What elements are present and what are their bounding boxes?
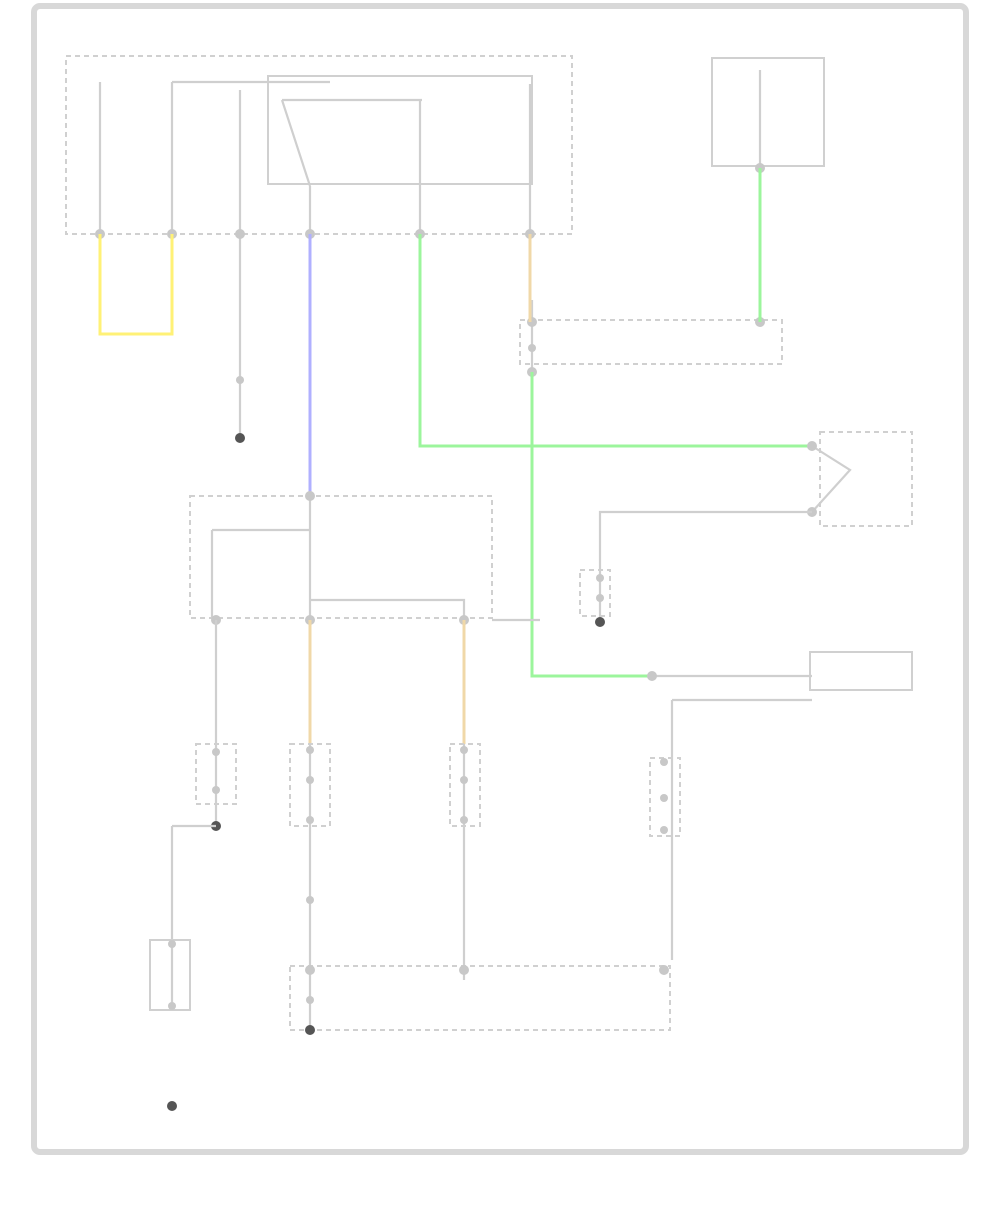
- green-wire-center: [530, 372, 652, 678]
- far-right-lower-sensor: [649, 757, 681, 837]
- junction-connector-upper: [519, 300, 783, 377]
- right-lower-sensor: [449, 743, 481, 900]
- lower-left-switch: [149, 620, 237, 1111]
- junction-connector-lower: [289, 896, 671, 1035]
- ground-upper-left: [235, 360, 245, 443]
- middle-relay-module: [189, 491, 540, 625]
- yellow-wire: [98, 234, 174, 336]
- left-lower-sensor: [289, 743, 331, 900]
- green-wire-left: [418, 234, 810, 448]
- diagram-frame: [31, 3, 969, 1155]
- ground-center: [579, 510, 812, 627]
- top-left-module: [65, 55, 573, 360]
- top-right-module: [711, 57, 825, 173]
- right-sensor-module: [807, 431, 913, 527]
- right-lower-module: [647, 651, 913, 960]
